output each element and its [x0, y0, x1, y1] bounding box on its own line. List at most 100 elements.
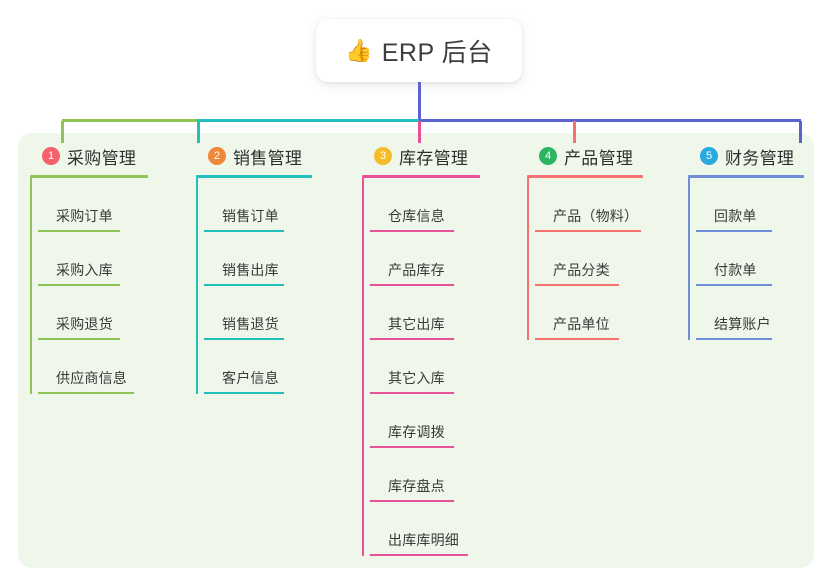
leaf-underline — [696, 230, 772, 232]
leaf-node[interactable]: 采购退货 — [30, 286, 120, 340]
branch-title-5: 财务管理 — [725, 148, 795, 168]
leaf-node[interactable]: 产品（物料） — [527, 178, 641, 232]
leaf-underline — [370, 446, 454, 448]
leaf-underline — [370, 284, 454, 286]
branch-items-4: 产品（物料） 产品分类产品单位 — [527, 178, 641, 340]
leaf-underline — [38, 338, 120, 340]
segment-sales — [197, 119, 419, 122]
leaf-underline — [535, 284, 619, 286]
branch-items-2: 销售订单销售出库销售退货客户信息 — [196, 178, 284, 394]
leaf-underline — [38, 392, 134, 394]
leaf-node[interactable]: 库存调拨 — [362, 394, 454, 448]
leaf-node[interactable]: 产品库存 — [362, 232, 454, 286]
branch-spine-4 — [527, 178, 529, 340]
leaf-label: 产品库存 — [388, 262, 445, 278]
branch-title-1: 采购管理 — [67, 148, 137, 168]
branch-spine-5 — [688, 178, 690, 340]
root-node-title: ERP 后台 — [381, 38, 493, 67]
root-connector-line — [418, 82, 421, 121]
leaf-underline — [370, 392, 454, 394]
leaf-underline — [535, 230, 641, 232]
root-node-card[interactable]: 👍 ERP 后台 — [316, 19, 522, 82]
leaf-node[interactable]: 结算账户 — [688, 286, 772, 340]
leaf-underline — [535, 338, 619, 340]
branch-column-3: 3 库存管理 — [362, 143, 480, 178]
leaf-label: 供应商信息 — [56, 370, 127, 386]
branch-spine-1 — [30, 178, 32, 394]
branch-badge-1: 1 — [42, 147, 60, 165]
leaf-underline — [204, 230, 284, 232]
segment-purchase — [62, 119, 197, 122]
leaf-node[interactable]: 采购入库 — [30, 232, 120, 286]
branch-column-4: 4 产品管理 — [527, 143, 643, 178]
drop-sales — [197, 121, 200, 143]
branch-column-5: 5 财务管理 — [688, 143, 804, 178]
leaf-label: 客户信息 — [222, 370, 279, 386]
leaf-underline — [696, 284, 772, 286]
leaf-node[interactable]: 付款单 — [688, 232, 772, 286]
branch-underline-4 — [527, 175, 643, 178]
leaf-node[interactable]: 销售退货 — [196, 286, 284, 340]
branch-underline-1 — [30, 175, 148, 178]
leaf-underline — [370, 500, 454, 502]
branch-badge-3: 3 — [374, 147, 392, 165]
branch-header-1[interactable]: 1 采购管理 — [30, 143, 148, 169]
leaf-label: 产品分类 — [553, 262, 610, 278]
leaf-label: 出库库明细 — [388, 532, 459, 548]
leaf-node[interactable]: 其它出库 — [362, 286, 454, 340]
branch-header-2[interactable]: 2 销售管理 — [196, 143, 312, 169]
leaf-label: 库存调拨 — [388, 424, 445, 440]
leaf-label: 仓库信息 — [388, 208, 445, 224]
branch-header-3[interactable]: 3 库存管理 — [362, 143, 480, 169]
leaf-node[interactable]: 库存盘点 — [362, 448, 454, 502]
leaf-underline — [204, 338, 284, 340]
drop-product — [573, 121, 576, 143]
leaf-underline — [696, 338, 772, 340]
branch-badge-5: 5 — [700, 147, 718, 165]
leaf-node[interactable]: 其它入库 — [362, 340, 454, 394]
segment-finance — [419, 119, 801, 122]
branch-header-5[interactable]: 5 财务管理 — [688, 143, 804, 169]
leaf-node[interactable]: 销售出库 — [196, 232, 284, 286]
leaf-label: 库存盘点 — [388, 478, 445, 494]
branch-badge-2: 2 — [208, 147, 226, 165]
leaf-node[interactable]: 仓库信息 — [362, 178, 454, 232]
leaf-label: 回款单 — [714, 208, 757, 224]
branch-title-4: 产品管理 — [564, 148, 634, 168]
branch-items-1: 采购订单采购入库采购退货供应商信息 — [30, 178, 134, 394]
leaf-underline — [204, 284, 284, 286]
leaf-node[interactable]: 供应商信息 — [30, 340, 134, 394]
leaf-underline — [370, 554, 468, 556]
branch-column-2: 2 销售管理 — [196, 143, 312, 178]
leaf-node[interactable]: 采购订单 — [30, 178, 120, 232]
branch-spine-2 — [196, 178, 198, 394]
branch-badge-4: 4 — [539, 147, 557, 165]
leaf-underline — [370, 230, 454, 232]
leaf-label: 产品（物料） — [553, 208, 639, 224]
leaf-node[interactable]: 产品分类 — [527, 232, 619, 286]
branch-underline-2 — [196, 175, 312, 178]
leaf-node[interactable]: 客户信息 — [196, 340, 284, 394]
leaf-label: 采购退货 — [56, 316, 113, 332]
branch-title-3: 库存管理 — [399, 148, 469, 168]
branch-underline-5 — [688, 175, 804, 178]
branch-spine-3 — [362, 178, 364, 556]
branches-panel — [18, 133, 814, 568]
leaf-underline — [370, 338, 454, 340]
branch-title-2: 销售管理 — [233, 148, 303, 168]
leaf-node[interactable]: 回款单 — [688, 178, 772, 232]
leaf-label: 销售订单 — [222, 208, 279, 224]
branch-header-4[interactable]: 4 产品管理 — [527, 143, 643, 169]
branch-items-3: 仓库信息产品库存其它出库其它入库库存调拨库存盘点出库库明细 — [362, 178, 468, 556]
leaf-label: 其它入库 — [388, 370, 445, 386]
leaf-node[interactable]: 产品单位 — [527, 286, 619, 340]
drop-inventory — [418, 121, 421, 143]
leaf-label: 结算账户 — [714, 316, 771, 332]
leaf-node[interactable]: 出库库明细 — [362, 502, 468, 556]
leaf-label: 付款单 — [714, 262, 757, 278]
leaf-label: 其它出库 — [388, 316, 445, 332]
leaf-node[interactable]: 销售订单 — [196, 178, 284, 232]
leaf-label: 采购订单 — [56, 208, 113, 224]
leaf-underline — [204, 392, 284, 394]
